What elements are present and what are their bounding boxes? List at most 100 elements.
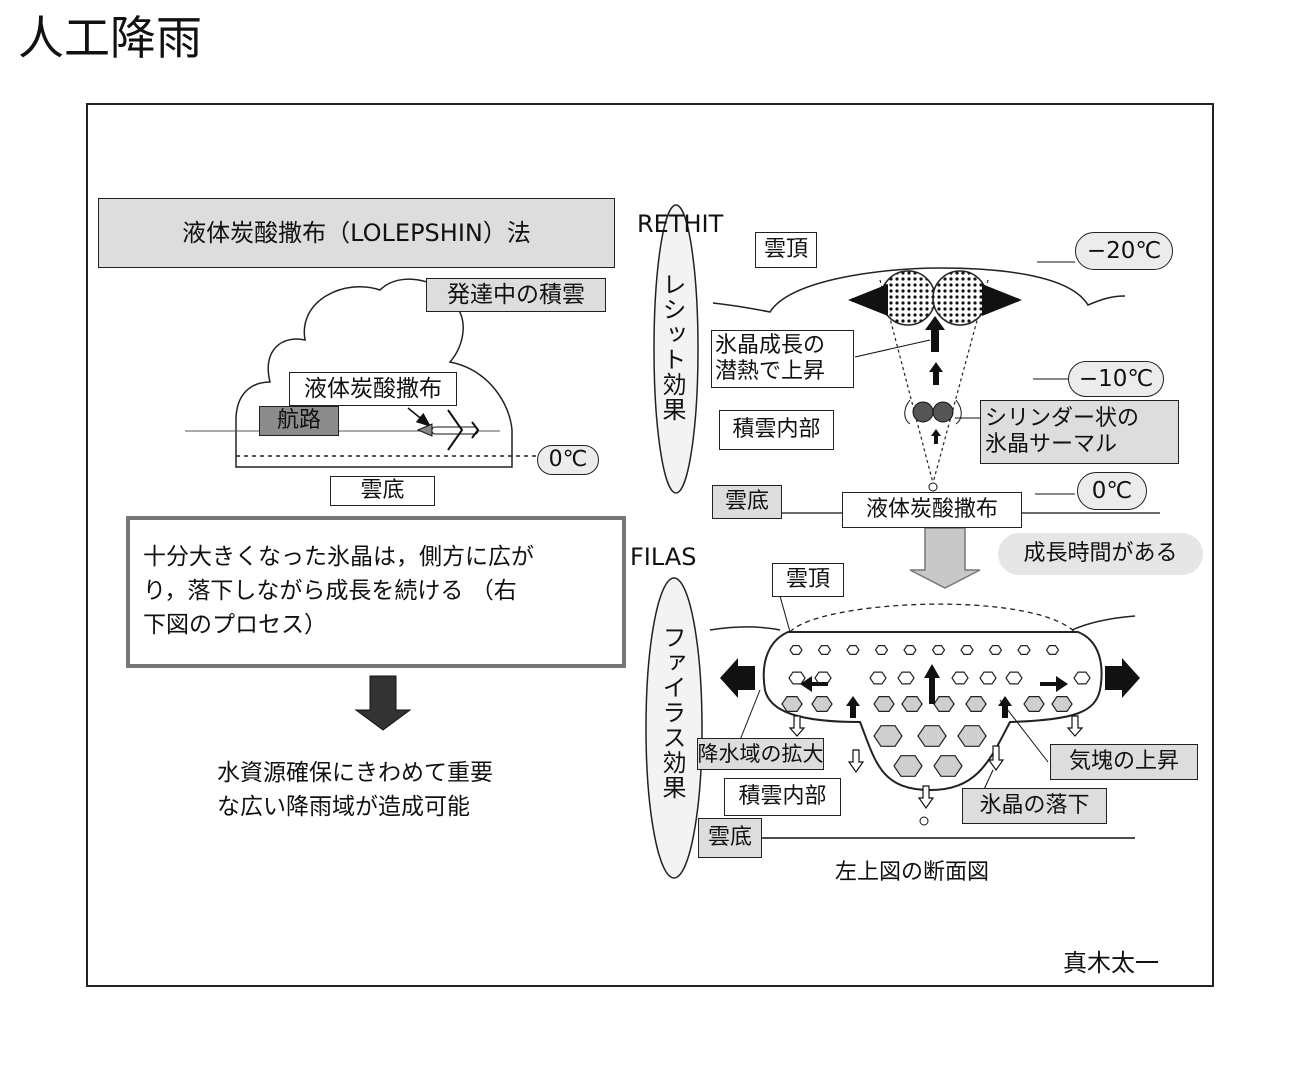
cloud-top-pointer (779, 595, 791, 633)
ice-crystal-hex-icon (957, 725, 987, 747)
conclusion-line-1: 水資源確保にきわめて重要 (217, 760, 493, 786)
ice-crystal-hex-icon (1051, 695, 1073, 713)
diagram-frame (86, 103, 1214, 987)
cloud-top-label-bottom: 雲頂 (772, 563, 844, 597)
ice-crystal-hex-icon (951, 671, 969, 685)
temp-minus20-label: −20℃ (1075, 232, 1173, 270)
ice-crystal-hex-icon (873, 695, 895, 713)
seed-point-icon (928, 482, 938, 492)
ice-crystal-hex-icon (917, 725, 947, 747)
cone-right (932, 279, 989, 484)
ice-crystal-hex-icon (897, 671, 915, 685)
rethit-effect-label: レシット効果 (658, 272, 686, 422)
ice-fall-label: 氷晶の落下 (962, 788, 1107, 824)
page-title: 人工降雨 (18, 11, 202, 65)
cloud-top-right-line (1071, 615, 1136, 631)
latent-heat-line-1: 氷晶成長の (715, 333, 826, 358)
cloud-base-label-top: 雲底 (712, 485, 782, 519)
ice-crystal-hex-icon (1073, 671, 1091, 685)
cloud-top-left-line (709, 626, 781, 631)
developing-cloud-label: 発達中の積雲 (426, 278, 606, 312)
ice-crystal-cluster-icon (880, 270, 988, 326)
ice-crystal-hex-icon (788, 671, 806, 685)
ice-crystal-hex-icon (988, 644, 1003, 656)
cloud-top-label: 雲頂 (755, 232, 817, 268)
interior-label-top: 積雲内部 (719, 410, 834, 450)
spray-label-right: 液体炭酸撒布 (842, 492, 1022, 528)
temp-0-right-label: 0℃ (1077, 472, 1147, 510)
filas-effect-label: ファイラス効果 (658, 625, 686, 800)
cone-left (879, 279, 934, 484)
ice-crystal-hex-icon (789, 644, 803, 656)
ice-crystal-hex-icon (965, 695, 987, 713)
expand-label: 降水域の拡大 (697, 738, 824, 770)
ice-thermal-label: シリンダー状の 氷晶サーマル (980, 400, 1179, 464)
spray-pointer (407, 407, 432, 427)
caption-label: 左上図の断面図 (835, 860, 990, 885)
ice-crystal-hex-icon (811, 695, 833, 713)
ice-crystal-hex-icon (1023, 695, 1045, 713)
ice-crystal-hex-icon (874, 644, 889, 656)
expand-pointer (739, 689, 761, 741)
ice-crystal-hex-icon (1045, 644, 1060, 656)
cloud-base-label-bottom: 雲底 (698, 818, 762, 858)
rethit-label: RETHIT (637, 210, 724, 238)
drop-point-icon (919, 816, 929, 826)
temp-0-label: 0℃ (537, 445, 599, 475)
latent-heat-label: 氷晶成長の 潜熱で上昇 (711, 330, 854, 388)
cloud-base-label: 雲底 (330, 476, 435, 506)
inner-left-arrow-icon (800, 676, 828, 692)
growth-time-label: 成長時間がある (998, 533, 1203, 575)
airmass-pointer (999, 699, 1049, 763)
ice-crystal-hex-icon (1017, 644, 1031, 656)
up-arrow-icon (925, 316, 945, 352)
ice-crystal-hex-icon (846, 644, 860, 656)
interior-label-bottom: 積雲内部 (724, 778, 841, 816)
airplane-icon (416, 409, 480, 451)
ice-crystal-hex-icon (960, 644, 974, 656)
cloud-top-line (712, 267, 1126, 313)
ice-crystal-hex-icon (933, 695, 955, 713)
airmass-rise-label: 気塊の上昇 (1050, 744, 1198, 780)
route-label: 航路 (259, 406, 339, 436)
inner-right-arrow-icon (1040, 676, 1068, 692)
note-line-3: 下図のプロセス） (143, 612, 327, 638)
updraft-arrow-icon (924, 664, 940, 704)
ice-crystal-hex-icon (869, 671, 887, 685)
conclusion-line-2: な広い降雨域が造成可能 (217, 794, 470, 820)
ice-thermal-line-2: 氷晶サーマル (985, 432, 1118, 457)
filas-label: FILAS (630, 543, 697, 571)
ice-crystal-hex-icon (931, 644, 946, 656)
ice-crystal-hex-icon (893, 755, 923, 777)
ice-crystals-hex-icons (781, 644, 1091, 777)
method-label: 液体炭酸撒布（LOLEPSHIN）法 (98, 198, 615, 268)
rethit-effect-ellipse (653, 204, 699, 494)
transition-arrow-icon (909, 527, 981, 589)
filas-effect-ellipse (645, 577, 703, 879)
up-arrow-tiny-icon (931, 429, 941, 444)
temp-minus10-label: −10℃ (1068, 361, 1164, 397)
ice-crystal-hex-icon (979, 671, 997, 685)
ice-thermal-line-1: シリンダー状の (985, 406, 1140, 431)
outflow-left-arrow-icon (720, 658, 755, 698)
cloud-top-dashed (789, 603, 1076, 633)
updraft-left-arrow-icon (846, 696, 860, 718)
ice-crystal-hex-icon (901, 695, 923, 713)
ice-crystal-hex-icon (933, 755, 963, 777)
falling-arrows-icons (788, 715, 1084, 810)
ice-crystal-hex-icon (1005, 671, 1023, 685)
latent-heat-pointer (854, 339, 931, 358)
note-line-2: り，落下しながら成長を続ける （右 (143, 578, 517, 604)
down-arrow-icon (354, 675, 412, 731)
ice-crystal-hex-icon (873, 725, 903, 747)
spray-label: 液体炭酸撒布 (289, 372, 457, 406)
up-arrow-small-icon (929, 362, 943, 385)
ice-thermal-icon (904, 399, 962, 425)
ice-crystal-hex-icon (781, 695, 803, 713)
latent-heat-line-2: 潜熱で上昇 (715, 359, 826, 384)
note-line-1: 十分大きくなった氷晶は，側方に広が (143, 544, 534, 570)
ice-crystal-hex-icon (817, 644, 832, 656)
author-label: 真木太一 (1063, 949, 1159, 977)
outflow-right-arrow-icon (1105, 658, 1140, 698)
ice-crystal-hex-icon (903, 644, 917, 656)
